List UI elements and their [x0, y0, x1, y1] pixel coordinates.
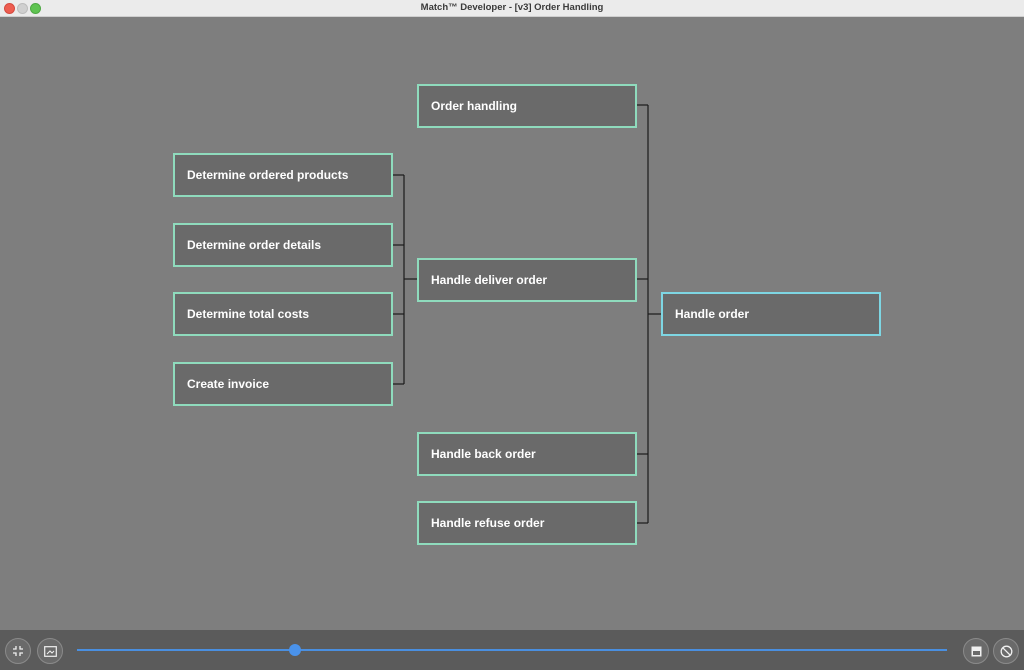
image-frame-icon: [43, 645, 57, 657]
node-handle-deliver-order[interactable]: Handle deliver order: [417, 258, 637, 302]
minimize-window-button[interactable]: [17, 3, 28, 14]
fit-to-screen-icon: [13, 646, 23, 656]
node-handle-order[interactable]: Handle order: [661, 292, 881, 336]
node-handle-back-order[interactable]: Handle back order: [417, 432, 637, 476]
disable-button[interactable]: [993, 638, 1019, 664]
node-order-handling[interactable]: Order handling: [417, 84, 637, 128]
close-window-button[interactable]: [4, 3, 15, 14]
node-create-invoice[interactable]: Create invoice: [173, 362, 393, 406]
no-symbol-icon: [1000, 645, 1012, 657]
node-determine-order-details[interactable]: Determine order details: [173, 223, 393, 267]
node-handle-refuse-order[interactable]: Handle refuse order: [417, 501, 637, 545]
zoom-slider-thumb[interactable]: [288, 644, 301, 656]
maximize-window-button[interactable]: [30, 3, 41, 14]
fit-to-screen-button[interactable]: [5, 638, 31, 664]
export-image-button[interactable]: [963, 638, 989, 664]
export-image-icon: [971, 646, 981, 656]
zoom-slider-track[interactable]: [77, 649, 947, 651]
node-determine-ordered-products[interactable]: Determine ordered products: [173, 153, 393, 197]
node-determine-total-costs[interactable]: Determine total costs: [173, 292, 393, 336]
title-bar: Match™ Developer - [v3] Order Handling: [0, 0, 1024, 17]
image-frame-button[interactable]: [37, 638, 63, 664]
window-title: Match™ Developer - [v3] Order Handling: [420, 2, 604, 13]
